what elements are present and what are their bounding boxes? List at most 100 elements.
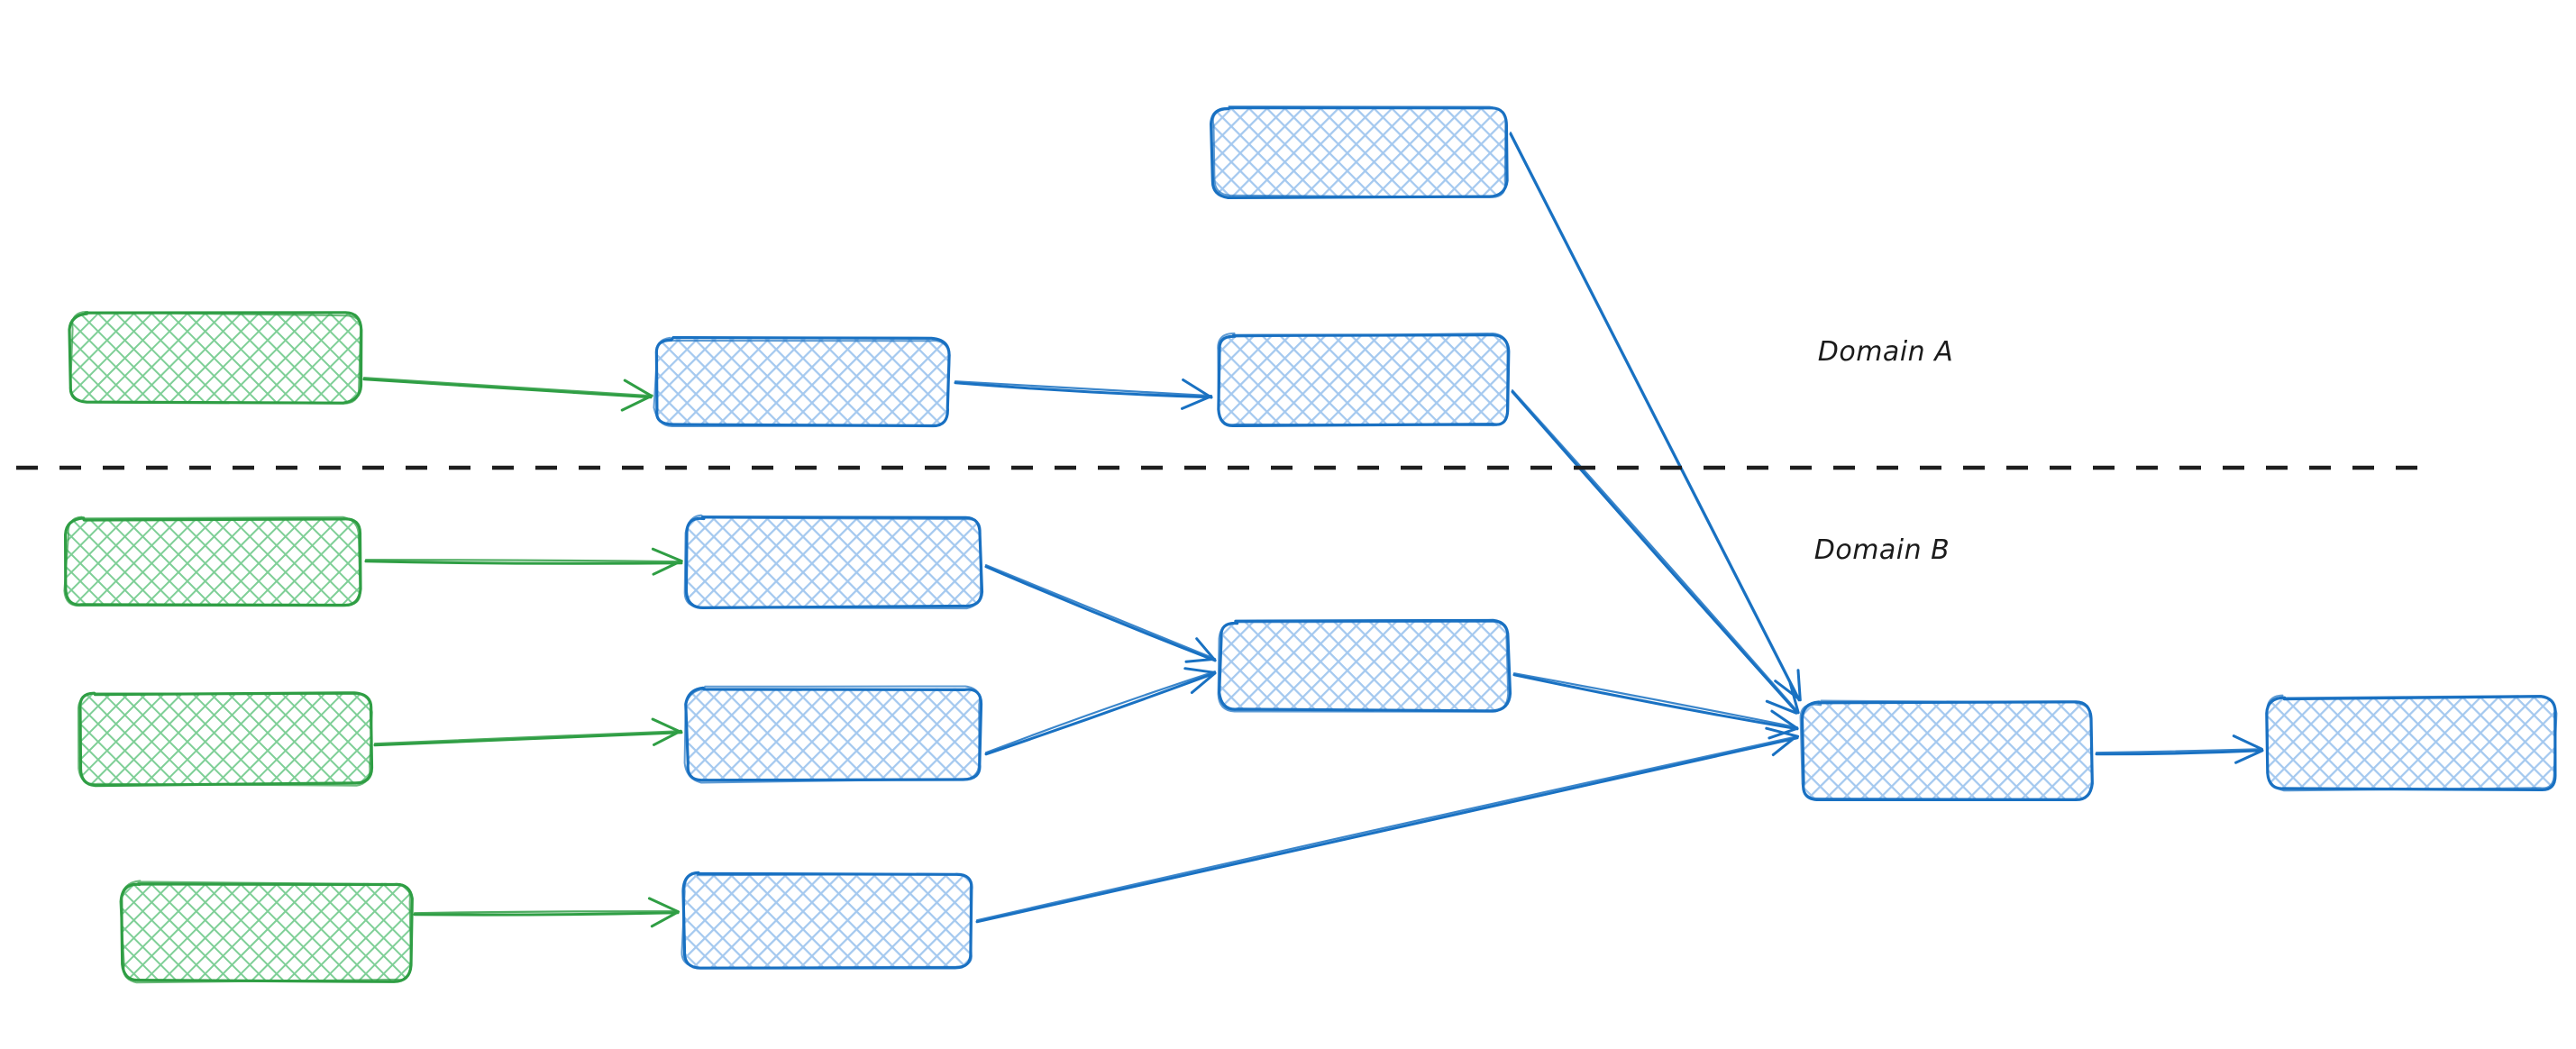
node-outline [1217, 332, 1509, 427]
node-outline [683, 514, 982, 610]
node-green-b2[interactable] [77, 691, 374, 788]
node-outline [681, 871, 973, 969]
node-fill [122, 882, 412, 981]
edge-e-green-b1-blue-b1 [364, 547, 683, 576]
edge-line [373, 731, 683, 747]
node-outline [1211, 105, 1507, 198]
node-fill [67, 519, 361, 607]
arrowhead-stroke-1 [1770, 709, 1799, 730]
edge-e-blue-b4-hub [1512, 672, 1799, 740]
edge-line [373, 730, 683, 745]
node-blue-b4[interactable] [1217, 618, 1512, 713]
edge-line [984, 671, 1217, 756]
nodes-layer [63, 105, 2558, 984]
edge-line [1511, 390, 1799, 715]
node-fill [1219, 334, 1510, 426]
edge-line [362, 377, 653, 397]
edge-e-blue-a1-blue-a2 [954, 379, 1213, 410]
node-fill [2267, 697, 2557, 790]
node-outline [2266, 694, 2558, 792]
arrowhead-stroke-2 [2234, 749, 2263, 764]
node-outline [77, 691, 373, 787]
arrowhead-stroke-1 [1788, 681, 1800, 715]
label-domain-b: Domain B [1814, 534, 1950, 566]
edge-e-blue-b3-hub [975, 726, 1800, 924]
node-green-b1[interactable] [63, 515, 362, 607]
node-outline [119, 880, 412, 984]
node-outline [69, 310, 362, 405]
arrowhead-stroke-2 [1181, 395, 1213, 410]
edge-line [2095, 749, 2264, 756]
node-fill [78, 693, 372, 785]
edge-e-blue-b1-blue-b4 [984, 564, 1217, 663]
node-green-b3[interactable] [119, 880, 414, 984]
arrowhead-stroke-2 [652, 560, 682, 576]
node-fill [655, 338, 949, 426]
arrowhead-stroke-1 [651, 547, 683, 563]
node-outline [683, 685, 981, 784]
arrowhead-stroke-1 [1182, 379, 1213, 399]
edge-e-blue-a0-hub [1509, 132, 1802, 702]
edge-line [413, 910, 680, 915]
edge-line [975, 736, 1799, 924]
arrowhead-stroke-1 [623, 379, 653, 397]
arrowhead-stroke-2 [1190, 671, 1216, 694]
edges-layer [362, 132, 2264, 928]
edge-line [362, 378, 653, 399]
edge-line [1509, 132, 1801, 700]
node-outline [653, 336, 951, 428]
arrowhead-stroke-1 [2232, 734, 2263, 751]
node-blue-a2[interactable] [1217, 332, 1511, 428]
edge-e-green-b2-blue-b2 [373, 717, 683, 747]
arrowhead-stroke-2 [653, 729, 682, 746]
domain-labels: Domain A Domain B [1814, 336, 1953, 566]
node-fill [683, 873, 972, 968]
node-blue-b1[interactable] [683, 514, 984, 610]
arrowhead-stroke-1 [1183, 667, 1216, 674]
arrowhead-stroke-1 [647, 897, 680, 914]
edge-line [1511, 389, 1799, 713]
node-outline [63, 515, 361, 607]
arrowhead-stroke-2 [650, 910, 680, 928]
edge-line [984, 670, 1217, 754]
node-blue-hub[interactable] [1799, 699, 2094, 802]
edge-line [984, 565, 1217, 662]
node-outline [1217, 621, 1510, 713]
edge-line [364, 559, 683, 563]
arrowhead-stroke-1 [1195, 637, 1217, 662]
arrowhead-stroke-2 [1765, 699, 1798, 715]
node-blue-a1[interactable] [653, 336, 951, 428]
arrowhead-stroke-1 [1765, 726, 1800, 738]
node-fill [1802, 702, 2091, 799]
arrowhead-stroke-2 [1771, 734, 1798, 757]
arrowhead-stroke-2 [1184, 657, 1216, 663]
node-green-a1[interactable] [68, 310, 363, 405]
node-blue-b3[interactable] [681, 871, 973, 970]
edge-line [975, 735, 1799, 922]
node-blue-a0[interactable] [1210, 105, 1509, 199]
arrowhead-stroke-1 [651, 717, 683, 734]
edge-line [364, 560, 683, 565]
edge-e-blue-b2-blue-b4 [984, 667, 1217, 756]
edge-line [984, 564, 1217, 661]
node-fill [687, 516, 982, 608]
edge-line [413, 911, 680, 917]
edge-line [1512, 672, 1799, 729]
node-fill [1219, 621, 1510, 711]
node-fill [687, 688, 982, 780]
edge-line [1512, 673, 1799, 731]
edge-e-hub-end [2095, 734, 2264, 764]
edge-line [954, 380, 1213, 397]
edge-line [2095, 748, 2264, 754]
arrowhead-stroke-2 [620, 394, 653, 412]
node-fill [69, 313, 361, 403]
node-outline [1799, 699, 2093, 800]
node-blue-end[interactable] [2265, 694, 2558, 792]
edge-e-blue-a2-hub [1511, 389, 1800, 715]
edge-line [954, 381, 1213, 399]
label-domain-a: Domain A [1818, 336, 1953, 368]
node-blue-b2[interactable] [683, 685, 983, 784]
edge-e-green-a1-blue-a1 [362, 377, 653, 412]
